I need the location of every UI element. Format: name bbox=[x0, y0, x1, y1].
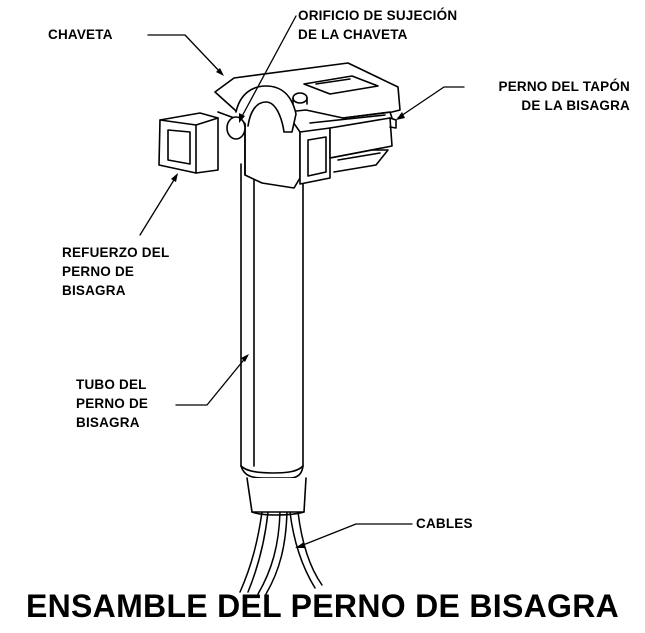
pin-tube-drawing bbox=[240, 159, 307, 516]
cotter-key-drawing bbox=[235, 85, 308, 133]
hinge-block-drawing bbox=[158, 62, 401, 189]
leader-tubo bbox=[175, 355, 248, 406]
arrow-orificio bbox=[239, 113, 245, 123]
leader-cables bbox=[297, 523, 413, 548]
leader-orificio bbox=[239, 15, 297, 121]
leader-perno-tapon bbox=[397, 86, 465, 119]
label-tubo-perno: TUBO DEL PERNO DE BISAGRA bbox=[76, 377, 149, 430]
cables-drawing bbox=[239, 511, 323, 595]
arrow-chaveta bbox=[216, 68, 224, 76]
arrow-cables bbox=[295, 542, 305, 548]
label-orificio-sujecion: ORIFICIO DE SUJECIÓN DE LA CHAVETA bbox=[298, 8, 458, 42]
label-perno-tapon-bisagra: PERNO DEL TAPÓN DE LA BISAGRA bbox=[498, 79, 630, 113]
figure-caption: ENSAMBLE DEL PERNO DE BISAGRA bbox=[25, 588, 620, 624]
leader-lines bbox=[139, 15, 465, 548]
cotter-hole-drawing bbox=[226, 116, 246, 140]
label-cables: CABLES bbox=[416, 516, 473, 531]
arrow-tubo bbox=[241, 354, 249, 362]
arrow-refuerzo bbox=[171, 173, 178, 182]
label-chaveta: CHAVETA bbox=[48, 27, 113, 42]
label-refuerzo-perno: REFUERZO DEL PERNO DE BISAGRA bbox=[62, 245, 170, 298]
leader-refuerzo bbox=[139, 174, 178, 236]
arrowheads bbox=[171, 68, 405, 548]
arrow-perno-tapon bbox=[396, 112, 405, 120]
leader-chaveta bbox=[147, 34, 223, 75]
